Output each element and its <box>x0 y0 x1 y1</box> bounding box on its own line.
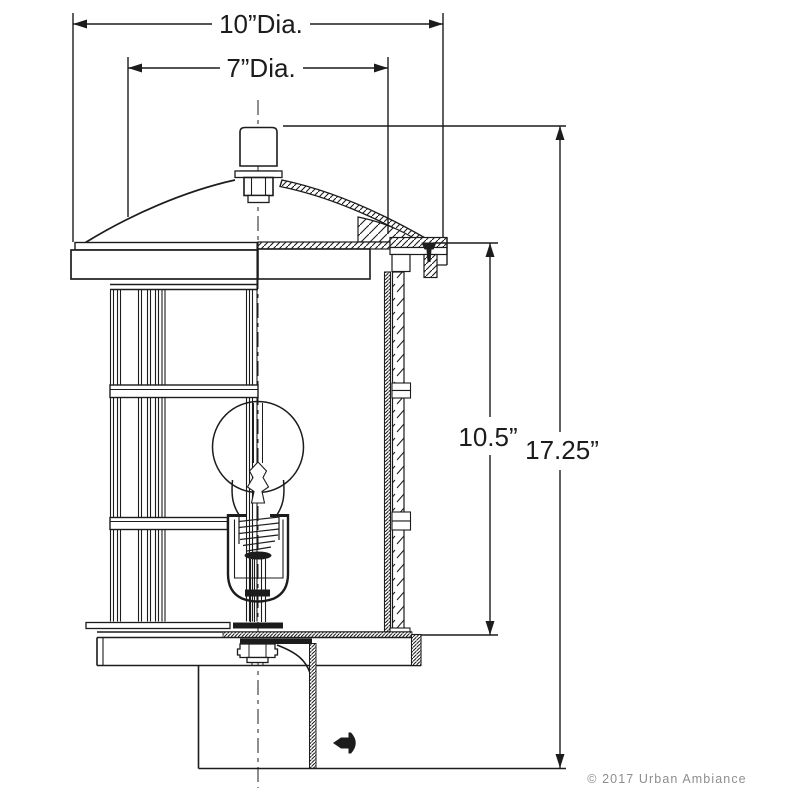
rim-bracket <box>389 236 448 279</box>
dimension-label-overall-diameter: 10”Dia. <box>219 9 303 39</box>
arrowhead <box>555 754 565 768</box>
cage-foot-ring <box>85 621 231 630</box>
dimension-overall-diameter: 10”Dia. <box>72 9 444 242</box>
finial <box>234 126 283 204</box>
light-bulb <box>211 400 305 560</box>
set-screw-icon <box>421 242 437 262</box>
top-rim <box>70 236 448 280</box>
bulb-filament <box>246 461 270 504</box>
rim-band-section <box>257 248 371 280</box>
socket-stem <box>249 559 267 622</box>
dimension-body-height: 10.5” <box>421 242 518 636</box>
dimension-label-inner-diameter: 7”Dia. <box>226 53 295 83</box>
arrowhead <box>555 126 565 140</box>
rim-band-left <box>70 249 259 280</box>
socket-cup <box>226 514 290 603</box>
bulb-threads <box>238 514 280 552</box>
post-wall-section <box>309 643 317 769</box>
arrowhead <box>73 19 87 29</box>
base <box>96 631 422 701</box>
cage-bars <box>109 242 258 622</box>
cage-band-upper <box>109 384 259 399</box>
cage-band-lower <box>109 516 229 531</box>
roof-plate-section <box>257 241 391 250</box>
base-rim-section <box>410 633 422 667</box>
lock-washer <box>240 638 312 644</box>
cage <box>85 242 259 630</box>
arrowhead <box>374 63 388 73</box>
socket-plate <box>233 622 283 629</box>
mounting-nut <box>236 643 279 666</box>
arrowhead <box>485 621 495 635</box>
dimension-inner-diameter: 7”Dia. <box>127 53 389 234</box>
socket <box>226 514 290 629</box>
lantern-drawing <box>70 126 448 769</box>
dimension-overall-height: 17.25” <box>198 125 599 770</box>
mounting-screw-icon <box>333 732 356 754</box>
rim-lip <box>74 241 259 251</box>
housing-wall-section <box>391 271 405 633</box>
glass-section <box>383 271 392 633</box>
base-plate-section <box>222 631 413 638</box>
dimension-label-body-height: 10.5” <box>458 422 517 452</box>
wire <box>276 644 315 701</box>
copyright-text: © 2017 Urban Ambiance <box>587 772 746 786</box>
dimension-label-overall-height: 17.25” <box>525 435 599 465</box>
arrowhead <box>429 19 443 29</box>
arrowhead <box>128 63 142 73</box>
arrowhead <box>485 243 495 257</box>
bulb-contact <box>244 551 272 560</box>
section-wall <box>383 271 412 637</box>
